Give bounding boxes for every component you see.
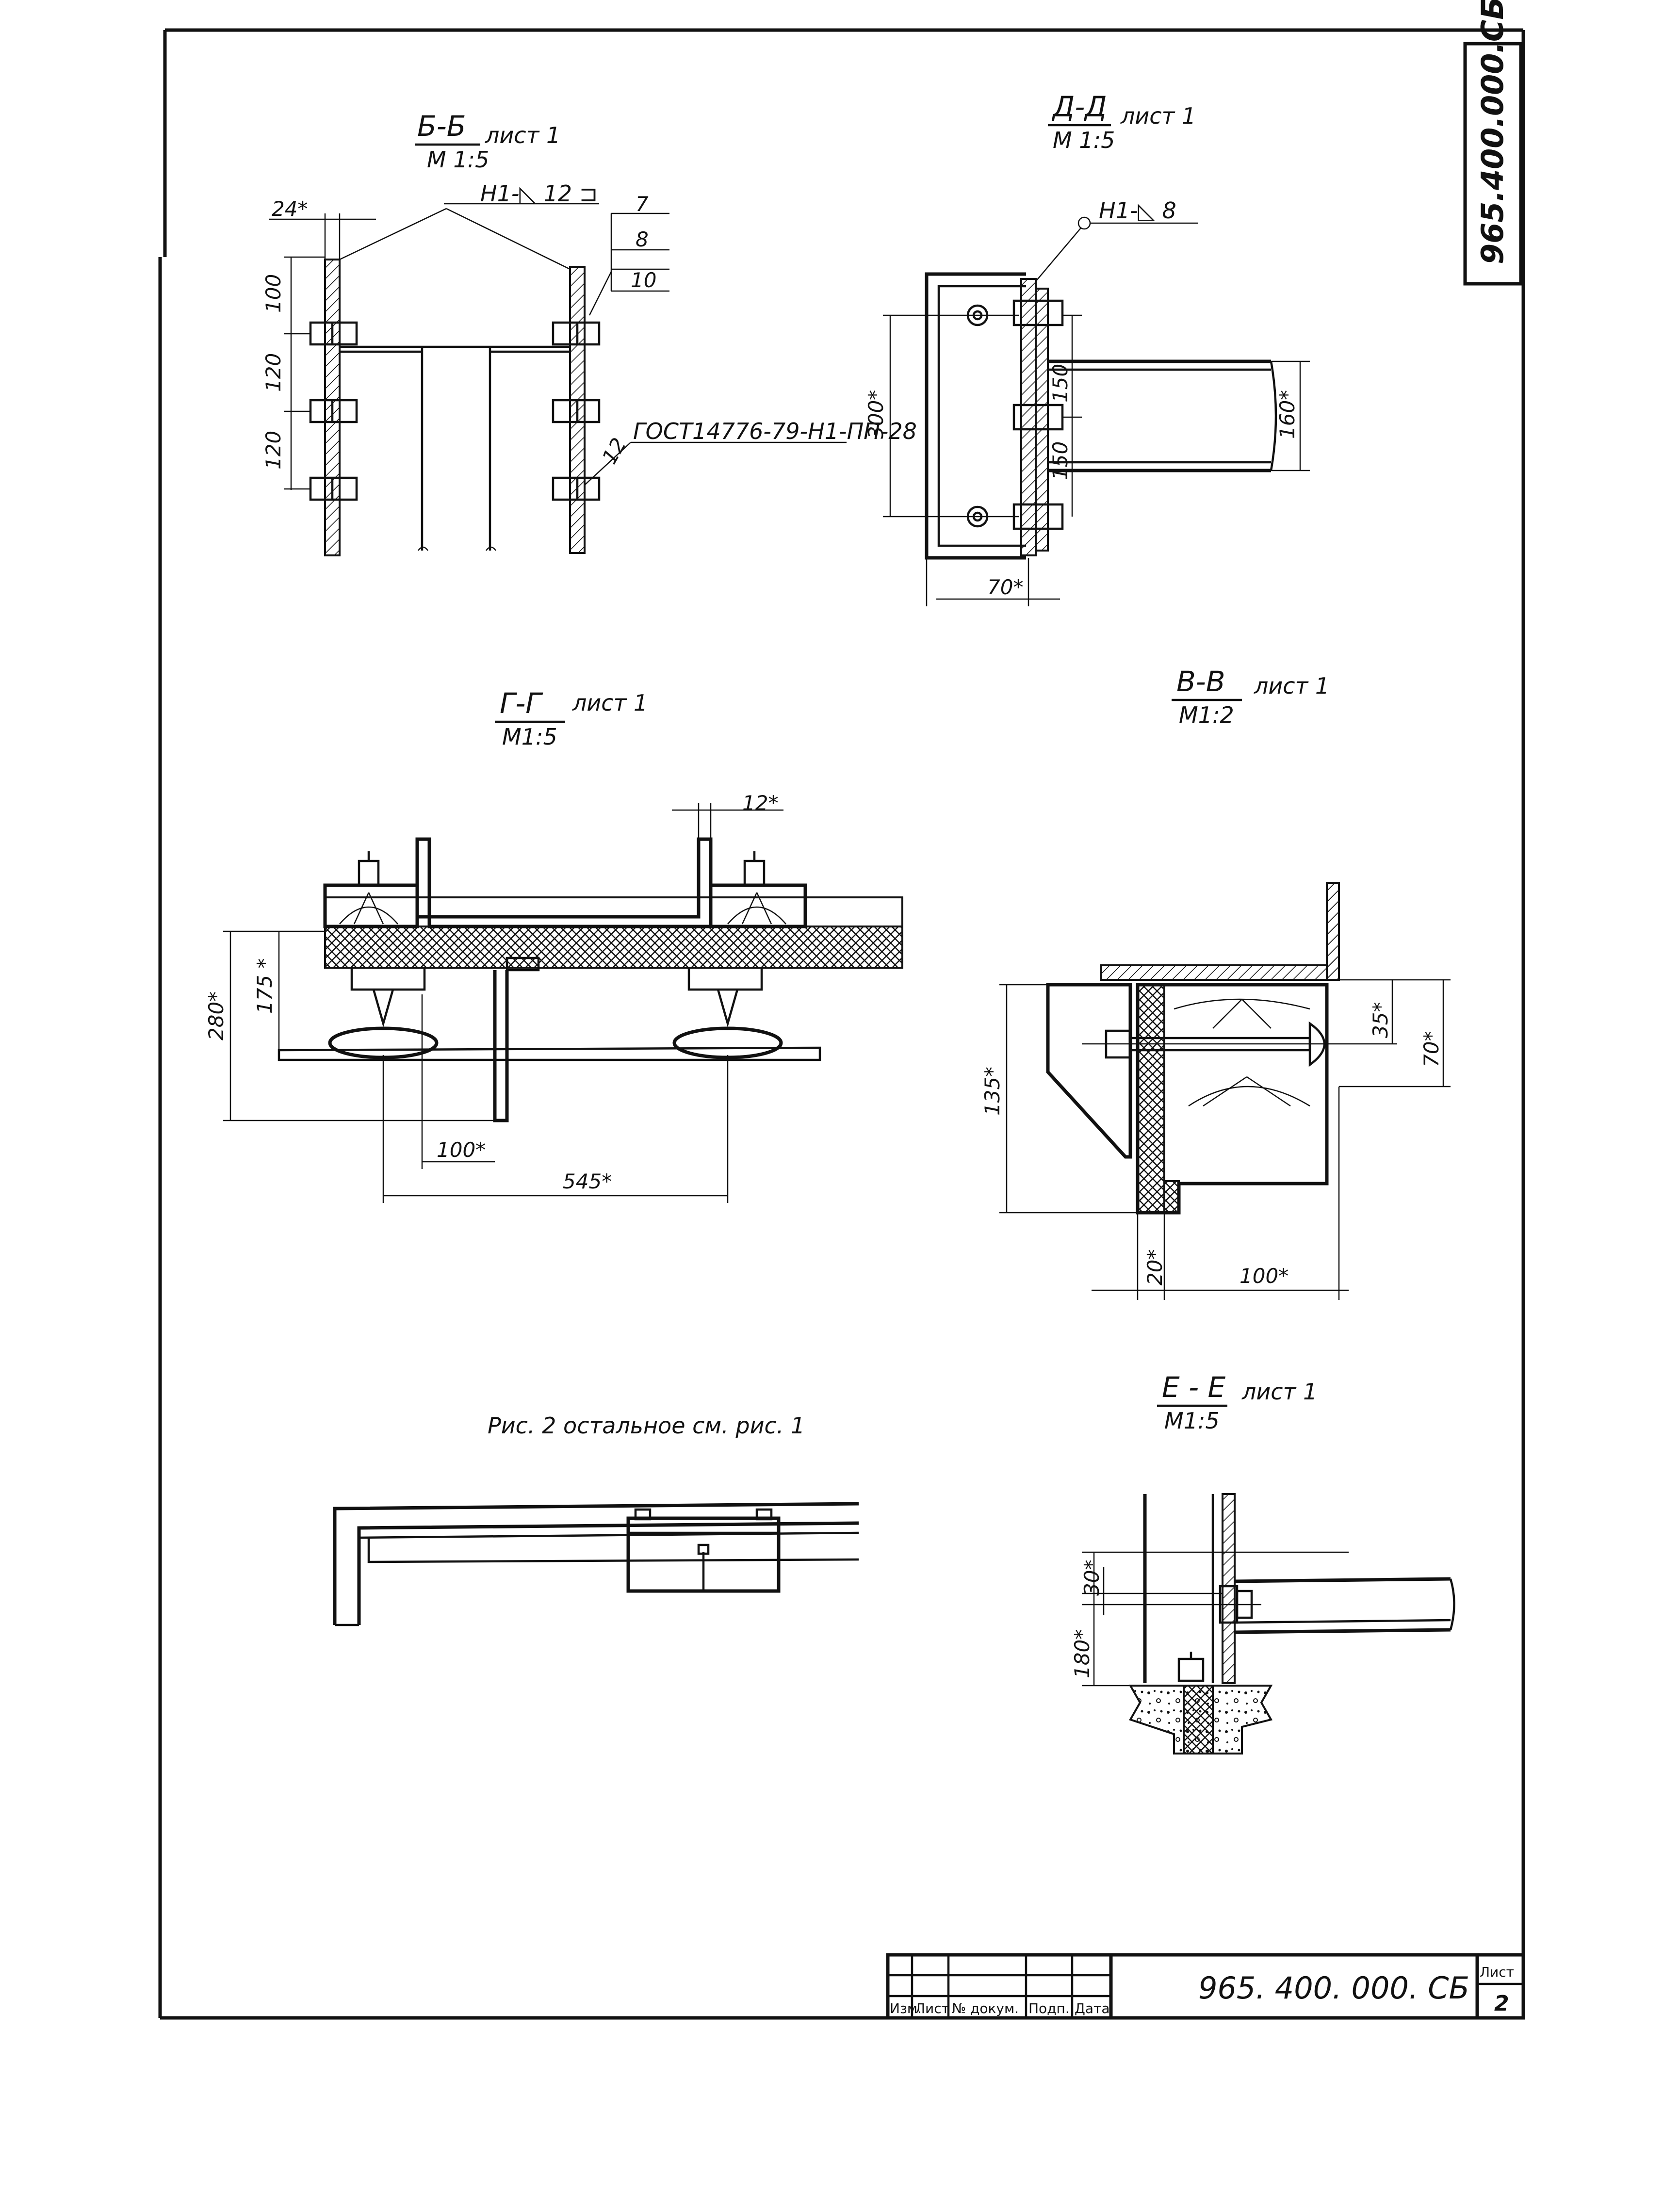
section-vv-dim-70: 70* [1419, 1031, 1443, 1067]
section-ee-dim-30: 30* [1080, 1560, 1104, 1596]
section-bb-dim-top: 24* [272, 197, 308, 221]
section-dd-dim-150-top: 150 [1048, 364, 1072, 403]
title-block-header-date: Дата [1075, 2000, 1110, 2016]
section-dd-dim-height: 300* [864, 390, 888, 439]
section-bb: Б-Б М 1:5 лист 1 Н1-◺ 12 ⊐ 24* [261, 110, 917, 556]
section-vv-dim-20: 20* [1143, 1250, 1167, 1285]
section-gg-sheet-ref: лист 1 [572, 690, 648, 716]
section-bb-title: Б-Б [417, 110, 466, 143]
section-gg-insulators [277, 968, 821, 1061]
section-ee: Е - Е М1:5 лист 1 30* 180* [1070, 1371, 1455, 1754]
section-vv-sheet-ref: лист 1 [1254, 673, 1329, 699]
section-vv-dim-35: 35* [1369, 1002, 1392, 1038]
figure-2-caption: Рис. 2 остальное см. рис. 1 [488, 1413, 805, 1439]
section-dd-title: Д-Д [1051, 90, 1107, 123]
section-gg-dim-545: 545* [563, 1169, 612, 1193]
section-bb-weld: Н1-◺ 12 ⊐ [480, 180, 598, 207]
section-gg-dim-280: 280* [204, 991, 228, 1040]
section-ee-dim-180: 180* [1070, 1629, 1094, 1678]
title-block-header-doc: № докум. [952, 2000, 1019, 2016]
section-dd-dim-pipe: 160* [1275, 390, 1299, 439]
title-block-header-list: Лист [915, 2000, 949, 2016]
title-block-header-sign: Подп. [1028, 2000, 1070, 2016]
section-ee-title: Е - Е [1162, 1371, 1225, 1404]
section-bb-sheet-ref: лист 1 [485, 122, 560, 148]
section-gg-dim-top: 12* [742, 791, 778, 815]
section-bb-dim-1: 100 [261, 274, 285, 313]
section-gg-dim-100: 100* [437, 1138, 486, 1162]
section-bb-scale: М 1:5 [427, 146, 489, 173]
sheet-frame [158, 28, 1525, 2020]
section-bb-standard: ГОСТ14776-79-Н1-ПП-28 [633, 418, 917, 444]
section-vv-scale: М1:2 [1179, 702, 1234, 728]
section-ee-scale: М1:5 [1164, 1408, 1220, 1434]
section-gg-scale: М1:5 [502, 724, 557, 750]
section-gg-dim-175: 175 * [253, 958, 277, 1014]
section-vv-title: В-В [1176, 665, 1225, 698]
title-block-header-izm: Изм. [890, 2000, 922, 2016]
section-bb-bolts-right [552, 321, 601, 501]
section-gg-title: Г-Г [500, 687, 543, 720]
sheet-number: 2 [1494, 1991, 1509, 2016]
sheet-label: Лист [1480, 1964, 1514, 1980]
section-gg: Г-Г М1:5 лист 1 12* [204, 687, 903, 1203]
section-vv-dim-135: 135* [980, 1067, 1004, 1116]
section-dd-sheet-ref: лист 1 [1120, 103, 1196, 129]
document-code-box: 965.400.000.СБ [1463, 0, 1523, 286]
section-bb-callout-7: 7 [636, 192, 649, 216]
figure-2: Рис. 2 остальное см. рис. 1 [333, 1413, 859, 1626]
section-vv-dim-100: 100* [1240, 1264, 1289, 1288]
section-dd-dim-bottom: 70* [987, 575, 1023, 599]
section-dd-dim-150-bottom: 150 [1048, 441, 1072, 480]
section-bb-callout-10: 10 [631, 268, 656, 292]
section-bb-callout-8: 8 [636, 227, 649, 251]
section-bb-callout-12: 12 [597, 434, 631, 468]
title-block: Изм. Лист № докум. Подп. Дата 965. 400. … [886, 1953, 1525, 2020]
document-code-vertical: 965.400.000.СБ [1475, 0, 1510, 264]
section-vv: В-В М1:2 лист 1 135* 35* 70* [980, 665, 1451, 1300]
section-bb-dim-2: 120 [261, 353, 285, 392]
section-bb-dim-3: 120 [261, 431, 285, 470]
section-dd-weld: Н1-◺ 8 [1099, 197, 1176, 224]
section-ee-sheet-ref: лист 1 [1241, 1379, 1317, 1405]
section-dd-scale: М 1:5 [1053, 127, 1115, 153]
section-dd: Д-Д М 1:5 лист 1 Н1-◺ 8 300* [864, 90, 1310, 606]
stamp-code: 965. 400. 000. СБ [1198, 1970, 1469, 2006]
